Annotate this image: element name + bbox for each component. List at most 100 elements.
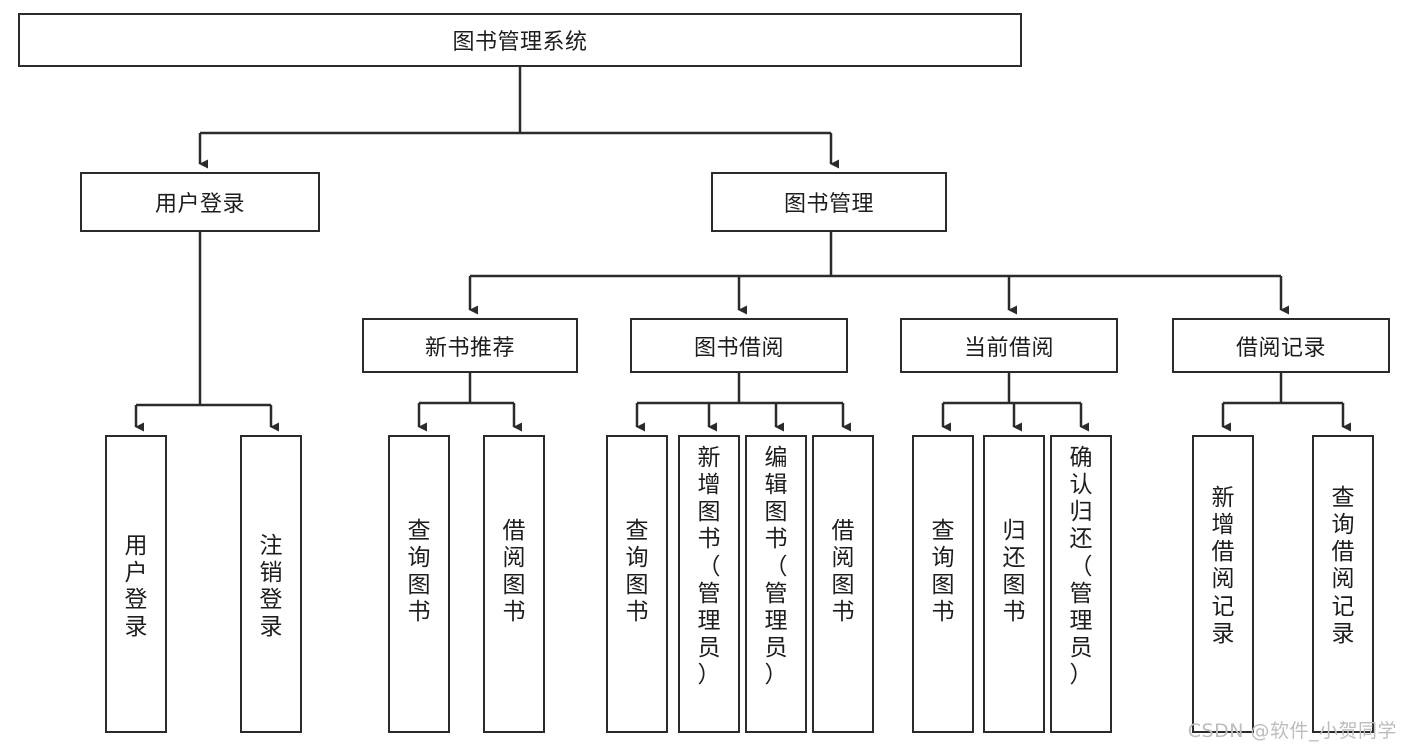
label-char: 书: [764, 526, 788, 553]
node-leaf-logout-label: 注销登录: [242, 533, 300, 642]
label-char: 增: [697, 472, 721, 499]
label-char: 注: [259, 533, 283, 559]
label-char: 录: [1211, 620, 1235, 647]
label-char: 阅: [1331, 566, 1355, 593]
node-leaf-query-book-1-label: 查询图书: [390, 518, 448, 627]
node-label: 图书借阅: [693, 335, 784, 361]
label-char: 记: [1211, 593, 1235, 620]
node-leaf-user-login[interactable]: 用户登录: [105, 435, 167, 733]
node-leaf-query-book-3-label: 查询图书: [914, 518, 972, 627]
node-leaf-return-book[interactable]: 归还图书: [983, 435, 1045, 733]
label-char: 书: [1002, 599, 1026, 626]
node-book-manage[interactable]: 图书管理: [711, 172, 947, 232]
node-root-label: 图书管理系统: [452, 30, 588, 55]
label-char: 录: [1331, 620, 1355, 647]
label-char: 新: [697, 445, 721, 471]
label-char: 销: [259, 560, 283, 587]
node-leaf-borrow-book-1-label: 借阅图书: [485, 518, 543, 627]
label-char: 员: [764, 634, 788, 661]
label-char: 图: [625, 572, 649, 599]
node-borrow-record[interactable]: 借阅记录: [1172, 318, 1390, 373]
label-char: 辑: [764, 472, 788, 499]
label-char: 借: [831, 518, 855, 544]
label-char: 确: [1069, 445, 1093, 471]
label-char: （: [1069, 553, 1093, 580]
label-char: 增: [1211, 512, 1235, 539]
node-user-login[interactable]: 用户登录: [80, 172, 320, 232]
label-char: 管: [697, 580, 721, 607]
label-char: 还: [1069, 526, 1093, 553]
node-leaf-query-book-2-label: 查询图书: [608, 518, 666, 627]
label-char: ）: [1069, 662, 1093, 688]
label-char: 借: [502, 518, 526, 544]
node-book-borrow[interactable]: 图书借阅: [630, 318, 848, 373]
label-char: 图: [697, 499, 721, 526]
label-char: 书: [625, 599, 649, 626]
label-char: 询: [931, 545, 955, 572]
node-leaf-borrow-book-1[interactable]: 借阅图书: [483, 435, 545, 733]
label-char: 图: [831, 572, 855, 599]
label-char: 编: [764, 445, 788, 471]
node-current-borrow[interactable]: 当前借阅: [900, 318, 1118, 373]
node-leaf-add-book[interactable]: 新增图书（管理员）: [678, 435, 740, 733]
label-char: （: [697, 553, 721, 580]
node-leaf-edit-book[interactable]: 编辑图书（管理员）: [745, 435, 807, 733]
label-char: 书: [407, 599, 431, 626]
node-leaf-borrow-book-2[interactable]: 借阅图书: [812, 435, 874, 733]
node-root-system[interactable]: 图书管理系统: [18, 13, 1022, 67]
label-char: 图: [502, 572, 526, 599]
node-leaf-user-login-label: 用户登录: [107, 533, 165, 642]
node-leaf-query-book-2[interactable]: 查询图书: [606, 435, 668, 733]
node-leaf-query-book-1[interactable]: 查询图书: [388, 435, 450, 733]
label-char: 阅: [502, 545, 526, 572]
label-char: ）: [764, 662, 788, 688]
label-char: 登: [259, 587, 283, 614]
node-label: 用户登录: [154, 192, 245, 217]
node-leaf-logout[interactable]: 注销登录: [240, 435, 302, 733]
label-char: 书: [697, 526, 721, 553]
label-char: 图: [1002, 572, 1026, 599]
node-leaf-edit-book-label: 编辑图书（管理员）: [747, 445, 805, 689]
label-char: 理: [697, 607, 721, 634]
label-char: 录: [259, 614, 283, 641]
node-leaf-confirm-return-label: 确认归还（管理员）: [1052, 445, 1110, 689]
label-char: 归: [1069, 499, 1093, 526]
label-char: 查: [1331, 485, 1355, 511]
label-char: 借: [1331, 539, 1355, 566]
node-leaf-query-record[interactable]: 查询借阅记录: [1312, 435, 1374, 733]
label-char: 图: [407, 572, 431, 599]
label-char: 户: [124, 560, 148, 587]
label-char: 新: [1211, 485, 1235, 511]
node-leaf-query-book-3[interactable]: 查询图书: [912, 435, 974, 733]
node-label: 新书推荐: [424, 335, 515, 361]
label-char: 理: [764, 607, 788, 634]
node-leaf-add-record[interactable]: 新增借阅记录: [1192, 435, 1254, 733]
label-char: 阅: [1211, 566, 1235, 593]
label-char: 询: [407, 545, 431, 572]
label-char: 员: [697, 634, 721, 661]
label-char: 归: [1002, 518, 1026, 544]
label-char: 录: [124, 614, 148, 641]
label-char: 书: [931, 599, 955, 626]
label-char: 员: [1069, 634, 1093, 661]
label-char: 书: [831, 599, 855, 626]
label-char: 用: [124, 533, 148, 559]
node-label: 当前借阅: [963, 335, 1054, 361]
label-char: 管: [1069, 580, 1093, 607]
label-char: 查: [407, 518, 431, 544]
node-leaf-confirm-return[interactable]: 确认归还（管理员）: [1050, 435, 1112, 733]
label-char: 阅: [831, 545, 855, 572]
label-char: 查: [931, 518, 955, 544]
label-char: 管: [764, 580, 788, 607]
node-leaf-add-book-label: 新增图书（管理员）: [680, 445, 738, 689]
node-leaf-return-book-label: 归还图书: [985, 518, 1043, 627]
label-char: 书: [502, 599, 526, 626]
label-char: 图: [764, 499, 788, 526]
watermark-text: CSDN @软件_小贺同学: [1187, 720, 1397, 742]
node-new-book-recommend[interactable]: 新书推荐: [362, 318, 578, 373]
label-char: 认: [1069, 472, 1093, 499]
label-char: 记: [1331, 593, 1355, 620]
label-char: （: [764, 553, 788, 580]
node-label: 图书管理: [783, 192, 874, 217]
